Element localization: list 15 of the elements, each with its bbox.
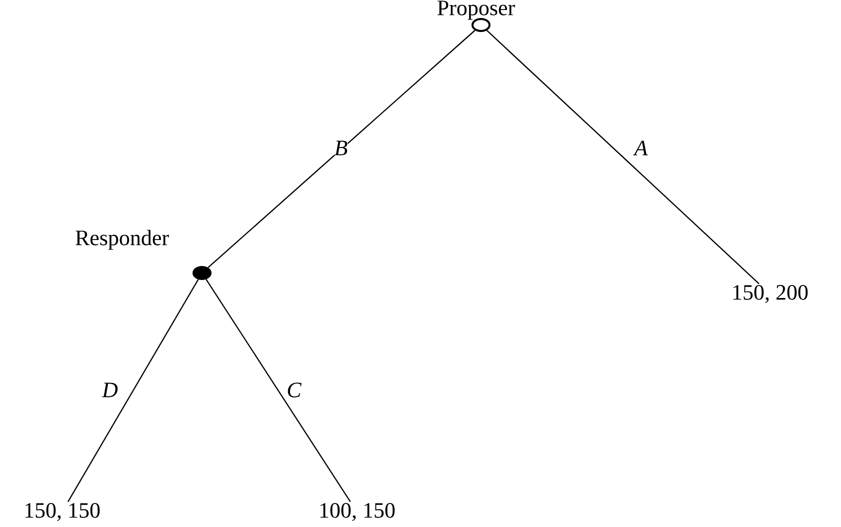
filled-decision-node <box>192 266 212 280</box>
edge-label: B <box>334 140 348 156</box>
payoff-label: 100, 150 <box>320 502 395 521</box>
payoff-label: 150, 200 <box>733 284 808 303</box>
player-label: Proposer <box>438 0 515 20</box>
open-decision-node <box>472 18 490 32</box>
branch-line <box>208 30 476 268</box>
edge-label: C <box>286 382 302 398</box>
branch-line <box>486 30 760 284</box>
edge-label: A <box>633 140 648 156</box>
edge-label: D <box>102 382 118 398</box>
branch-line <box>206 278 351 502</box>
player-label: Responder <box>76 230 169 250</box>
payoff-label: 150, 150 <box>25 502 100 521</box>
branch-line <box>67 279 199 502</box>
